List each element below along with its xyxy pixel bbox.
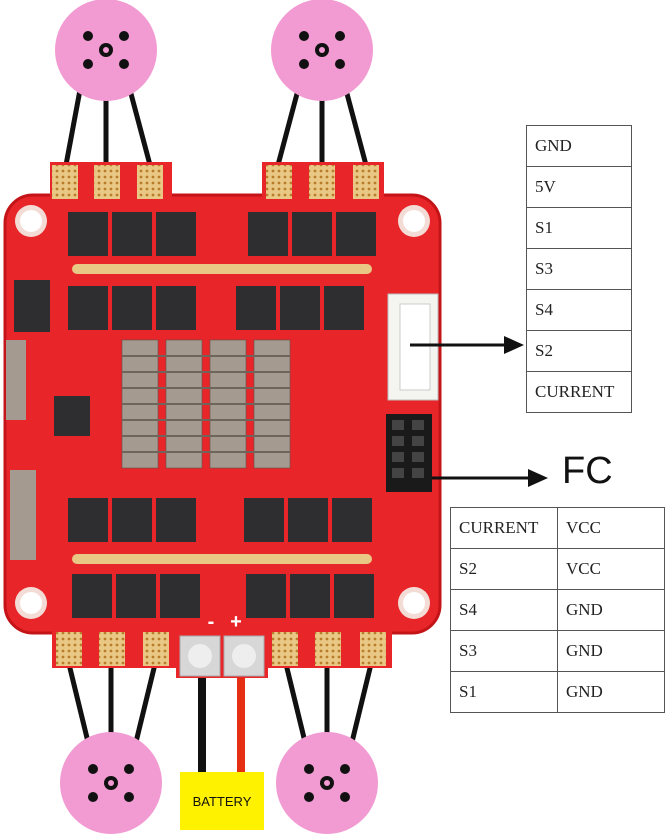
top-gold-strip bbox=[72, 264, 372, 274]
mounting-holes bbox=[15, 205, 430, 619]
motor-pads bbox=[52, 165, 386, 666]
connector-pin-label: S1 bbox=[526, 207, 632, 249]
connector-row: GND bbox=[526, 125, 632, 167]
battery-label: BATTERY bbox=[192, 793, 252, 809]
fc-signal-label: S1 bbox=[450, 671, 558, 713]
mosfets bbox=[68, 212, 376, 618]
bottom-left-motor-wires bbox=[65, 659, 159, 743]
fc-signal-label: S4 bbox=[450, 589, 558, 631]
connector-row: S1 bbox=[526, 207, 632, 249]
capacitor-lines bbox=[122, 355, 290, 453]
small-components bbox=[6, 280, 90, 560]
connector-row: S3 bbox=[526, 248, 632, 290]
fc-power-label: GND bbox=[557, 589, 665, 631]
connector-row: 5V bbox=[526, 166, 632, 208]
fc-signal-label: S3 bbox=[450, 630, 558, 672]
connector-pin-label: 5V bbox=[526, 166, 632, 208]
motor-bottom-right bbox=[276, 732, 378, 834]
fc-arrow bbox=[432, 469, 548, 487]
top-right-motor-wires bbox=[275, 89, 369, 166]
connector-row: S4 bbox=[526, 289, 632, 331]
fc-signal-label: S2 bbox=[450, 548, 558, 590]
top-left-motor-wires bbox=[63, 89, 153, 166]
fc-power-label: GND bbox=[557, 671, 665, 713]
connector-row: CURRENT bbox=[526, 371, 632, 413]
bottom-right-motor-wires bbox=[282, 659, 375, 743]
connector-pin-label: S3 bbox=[526, 248, 632, 290]
connector-arrow bbox=[410, 336, 524, 354]
motor-top-right bbox=[271, 0, 373, 101]
connector-pin-label: GND bbox=[526, 125, 632, 167]
connector-pin-label: CURRENT bbox=[526, 371, 632, 413]
power-pads: - + bbox=[179, 611, 265, 677]
connector-pin-label: S4 bbox=[526, 289, 632, 331]
motor-bottom-left bbox=[60, 732, 162, 834]
fc-power-label: VCC bbox=[557, 507, 665, 549]
fc-power-label: VCC bbox=[557, 548, 665, 590]
fc-label: FC bbox=[562, 450, 613, 492]
motor-top-left bbox=[55, 0, 157, 101]
jst-connector bbox=[387, 293, 439, 401]
fc-power-label: GND bbox=[557, 630, 665, 672]
minus-sign: - bbox=[208, 611, 215, 633]
plus-sign: + bbox=[230, 611, 242, 633]
connector-row: S2 bbox=[526, 330, 632, 372]
battery bbox=[180, 772, 264, 830]
fc-signal-label: CURRENT bbox=[450, 507, 558, 549]
fc-header bbox=[386, 414, 432, 492]
bottom-gold-strip bbox=[72, 554, 372, 564]
connector-pin-label: S2 bbox=[526, 330, 632, 372]
